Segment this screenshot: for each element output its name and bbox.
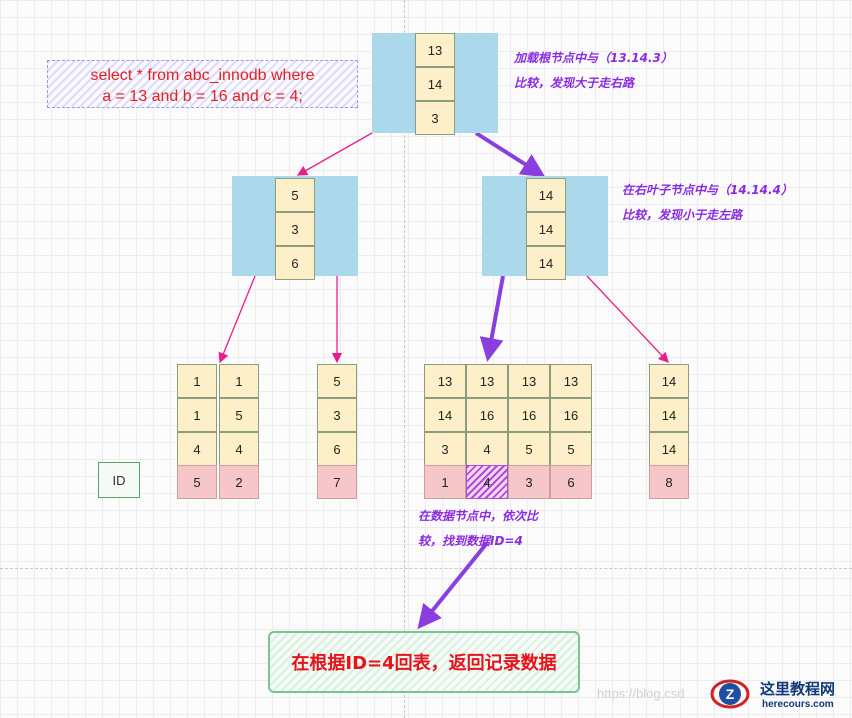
right-note-line1: 在右叶子节点中与（14.14.4） <box>622 183 793 197</box>
leaf3-cell: 4 <box>466 432 508 466</box>
leaf1-cell: 1 <box>177 398 217 432</box>
arrow-root-to-left <box>296 132 373 176</box>
leaf1-cell: 4 <box>177 432 217 466</box>
left-node-key-2: 3 <box>275 212 315 246</box>
leaf3-cell: 5 <box>508 432 550 466</box>
data-note-line1: 在数据节点中，依次比 <box>418 509 539 523</box>
logo-letter: Z <box>726 686 735 702</box>
root-key-2: 14 <box>415 67 455 101</box>
arrow-data-to-final <box>417 541 489 630</box>
sql-query-box: select * from abc_innodb where a = 13 an… <box>47 60 358 108</box>
data-note-line2: 较，找到数据ID=4 <box>418 534 523 548</box>
right-node-key-3: 14 <box>526 246 566 280</box>
arrow-right-to-leaf3 <box>479 275 505 362</box>
leaf3-id-cell: 6 <box>550 465 592 499</box>
leaf1-cell: 4 <box>219 432 259 466</box>
logo-subtitle: herecours.com <box>762 699 834 710</box>
root-key-1: 13 <box>415 33 455 67</box>
right-note-line2: 比较，发现小于走左路 <box>622 208 743 222</box>
leaf2-cell: 5 <box>317 364 357 398</box>
leaf3-cell: 13 <box>508 364 550 398</box>
root-key-3: 3 <box>415 101 455 135</box>
leaf1-id-cell: 2 <box>219 465 259 499</box>
arrow-right-to-leaf4 <box>586 275 669 363</box>
leaf3-id-cell: 3 <box>508 465 550 499</box>
watermark-text: https://blog.csd <box>597 686 685 701</box>
id-legend-box: ID <box>98 462 140 498</box>
horizontal-guide-line <box>0 568 852 569</box>
leaf3-cell: 16 <box>508 398 550 432</box>
leaf3-cell: 13 <box>550 364 592 398</box>
site-logo: Z 这里教程网 herecours.com <box>702 672 850 716</box>
leaf4-cell: 14 <box>649 364 689 398</box>
leaf3-id-cell: 1 <box>424 465 466 499</box>
leaf3-cell: 5 <box>550 432 592 466</box>
logo-badge-icon: Z <box>710 679 750 709</box>
root-note: 加载根节点中与（13.14.3） 比较，发现大于走右路 <box>514 46 673 96</box>
leaf4-cell: 14 <box>649 398 689 432</box>
leaf4-id-cell: 8 <box>649 465 689 499</box>
root-note-line1: 加载根节点中与（13.14.3） <box>514 51 673 65</box>
sql-query-line1: select * from abc_innodb where <box>90 67 315 84</box>
leaf3-cell: 16 <box>466 398 508 432</box>
leaf1-cell: 1 <box>177 364 217 398</box>
vertical-guide-line <box>404 0 405 718</box>
left-node-key-3: 6 <box>275 246 315 280</box>
leaf4-cell: 14 <box>649 432 689 466</box>
arrow-root-to-right <box>474 131 546 178</box>
leaf3-cell: 13 <box>466 364 508 398</box>
leaf3-cell: 13 <box>424 364 466 398</box>
leaf2-cell: 3 <box>317 398 357 432</box>
leaf1-cell: 1 <box>219 364 259 398</box>
left-node-key-1: 5 <box>275 178 315 212</box>
leaf1-id-cell: 5 <box>177 465 217 499</box>
leaf3-cell: 14 <box>424 398 466 432</box>
final-result-box: 在根据ID=4回表，返回记录数据 <box>268 631 580 693</box>
right-note: 在右叶子节点中与（14.14.4） 比较，发现小于走左路 <box>622 178 793 228</box>
sql-query-line2: a = 13 and b = 16 and c = 4; <box>102 88 303 105</box>
leaf3-cell: 3 <box>424 432 466 466</box>
logo-title: 这里教程网 <box>760 680 836 698</box>
leaf3-cell: 16 <box>550 398 592 432</box>
leaf1-cell: 5 <box>219 398 259 432</box>
leaf3-target-id-cell: 4 <box>466 465 508 499</box>
right-node-key-2: 14 <box>526 212 566 246</box>
data-node-note: 在数据节点中，依次比 较，找到数据ID=4 <box>418 504 538 554</box>
leaf2-cell: 6 <box>317 432 357 466</box>
arrow-left-to-leaf1 <box>218 275 256 364</box>
right-node-key-1: 14 <box>526 178 566 212</box>
root-note-line2: 比较，发现大于走右路 <box>514 76 635 90</box>
leaf2-id-cell: 7 <box>317 465 357 499</box>
